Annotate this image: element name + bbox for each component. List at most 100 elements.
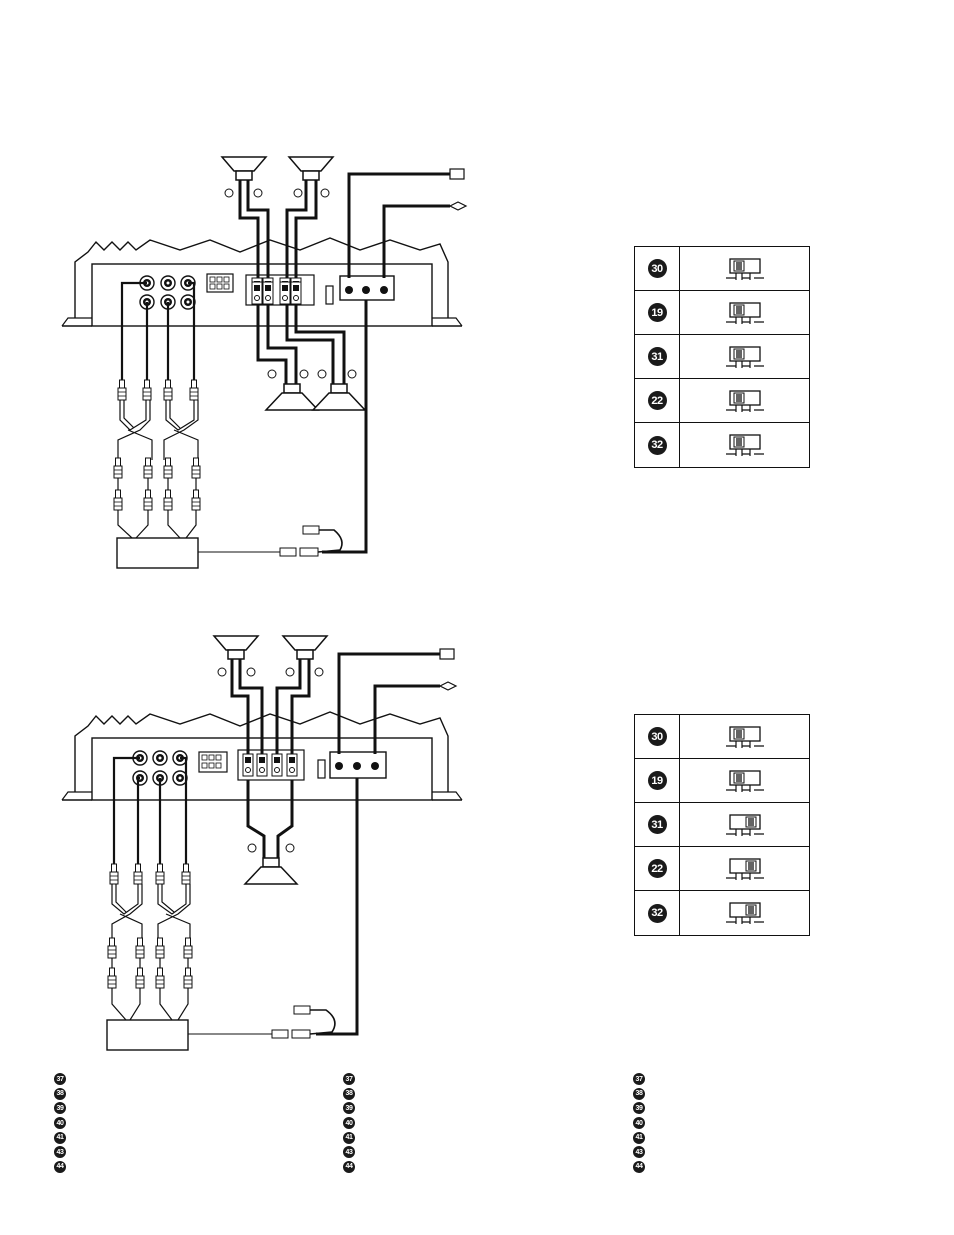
legend-item: 37 xyxy=(633,1072,645,1087)
legend-number-badge: 43 xyxy=(343,1146,355,1159)
legend-item: 38 xyxy=(54,1087,66,1102)
front-speaker-icon xyxy=(282,635,328,660)
switch-row: 32 xyxy=(635,423,809,467)
front-speaker-icon xyxy=(213,635,259,660)
legend-item: 41 xyxy=(343,1130,355,1145)
switch-position-cell xyxy=(680,335,809,378)
switch-number-cell: 32 xyxy=(635,423,680,467)
fuse-icon xyxy=(325,285,334,305)
legend-number-badge: 38 xyxy=(54,1087,66,1100)
subwoofer-icon xyxy=(244,857,298,885)
rear-speaker-icon xyxy=(312,383,366,411)
legend-item: 40 xyxy=(343,1116,355,1131)
legend-number-badge: 40 xyxy=(633,1117,645,1130)
legend-item: 41 xyxy=(633,1130,645,1145)
ground-terminal-icon xyxy=(448,201,468,211)
switch-position-cell xyxy=(680,803,809,846)
legend-number-badge: 37 xyxy=(54,1073,66,1086)
switch-position-cell xyxy=(680,423,809,467)
switch-position-cell xyxy=(680,715,809,758)
switch-position-cell xyxy=(680,847,809,890)
legend-number-badge: 39 xyxy=(54,1102,66,1115)
legend-number-badge: 44 xyxy=(633,1160,645,1173)
legend-number-badge: 41 xyxy=(343,1131,355,1144)
switch-number-cell: 30 xyxy=(635,247,680,290)
legend-item: 40 xyxy=(633,1116,645,1131)
switch-number-badge: 19 xyxy=(647,771,667,790)
dip-switch-icon xyxy=(725,725,764,748)
legend-item: 43 xyxy=(54,1145,66,1160)
legend-number-badge: 39 xyxy=(633,1102,645,1115)
switch-row: 19 xyxy=(635,759,809,803)
switch-position-cell xyxy=(680,291,809,334)
legend-number-badge: 37 xyxy=(633,1073,645,1086)
switch-number-badge: 22 xyxy=(647,859,667,878)
dip-switch-icon xyxy=(725,813,764,836)
legend-number-badge: 41 xyxy=(633,1131,645,1144)
battery-connector-icon xyxy=(439,648,455,660)
switch-position-cell xyxy=(680,759,809,802)
switch-row: 30 xyxy=(635,247,809,291)
legend-item: 44 xyxy=(633,1160,645,1175)
switch-row: 31 xyxy=(635,803,809,847)
switch-number-badge: 31 xyxy=(647,347,667,366)
remote-connector-icon xyxy=(206,273,234,293)
remote-connector-icon xyxy=(198,751,228,773)
switch-number-badge: 19 xyxy=(647,303,667,322)
ground-terminal-icon xyxy=(438,681,458,691)
top-diagram xyxy=(61,156,468,569)
switch-number-cell: 19 xyxy=(635,291,680,334)
legend-item: 37 xyxy=(343,1072,355,1087)
bottom-diagram xyxy=(61,635,463,1051)
dip-switch-icon xyxy=(725,857,764,880)
switch-number-cell: 22 xyxy=(635,847,680,890)
legend-item: 43 xyxy=(633,1145,645,1160)
fuse-icon xyxy=(317,759,326,779)
switch-number-badge: 32 xyxy=(647,903,667,923)
switch-number-badge: 30 xyxy=(647,259,667,278)
rca-jack-icon xyxy=(160,275,176,291)
rear-speaker-icon xyxy=(265,383,319,411)
legend-item: 37 xyxy=(54,1072,66,1087)
legend-item: 39 xyxy=(343,1101,355,1116)
dip-switch-icon xyxy=(725,902,764,924)
switch-number-cell: 31 xyxy=(635,803,680,846)
switch-number-cell: 32 xyxy=(635,891,680,935)
head-unit-icon xyxy=(116,537,199,569)
switch-row: 22 xyxy=(635,847,809,891)
legend-item: 40 xyxy=(54,1116,66,1131)
legend-number-badge: 40 xyxy=(54,1117,66,1130)
switch-number-badge: 32 xyxy=(647,435,667,455)
switch-row: 32 xyxy=(635,891,809,935)
legend-number-badge: 38 xyxy=(633,1087,645,1100)
switch-position-cell xyxy=(680,247,809,290)
switch-number-cell: 31 xyxy=(635,335,680,378)
legend-item: 41 xyxy=(54,1130,66,1145)
legend-item: 44 xyxy=(343,1160,355,1175)
switch-position-cell xyxy=(680,379,809,422)
switch-position-cell xyxy=(680,891,809,935)
switch-row: 19 xyxy=(635,291,809,335)
switch-row: 22 xyxy=(635,379,809,423)
speaker-terminal-block xyxy=(237,749,305,781)
switch-number-badge: 31 xyxy=(647,815,667,834)
switch-row: 31 xyxy=(635,335,809,379)
front-speaker-icon xyxy=(288,156,334,181)
dip-switch-icon xyxy=(725,257,764,280)
legend-item: 38 xyxy=(343,1087,355,1102)
legend-number-badge: 43 xyxy=(633,1146,645,1159)
switch-number-cell: 22 xyxy=(635,379,680,422)
switch-settings-table-top: 30 19 31 22 32 xyxy=(634,246,810,468)
speaker-terminal-block xyxy=(245,274,315,306)
legend-number-badge: 37 xyxy=(343,1073,355,1086)
legend-number-badge: 44 xyxy=(54,1160,66,1173)
legend-number-badge: 44 xyxy=(343,1160,355,1173)
legend-item: 43 xyxy=(343,1145,355,1160)
dip-switch-icon xyxy=(725,301,764,324)
legend-item: 38 xyxy=(633,1087,645,1102)
switch-row: 30 xyxy=(635,715,809,759)
dip-switch-icon xyxy=(725,389,764,412)
dip-switch-icon xyxy=(725,434,764,456)
